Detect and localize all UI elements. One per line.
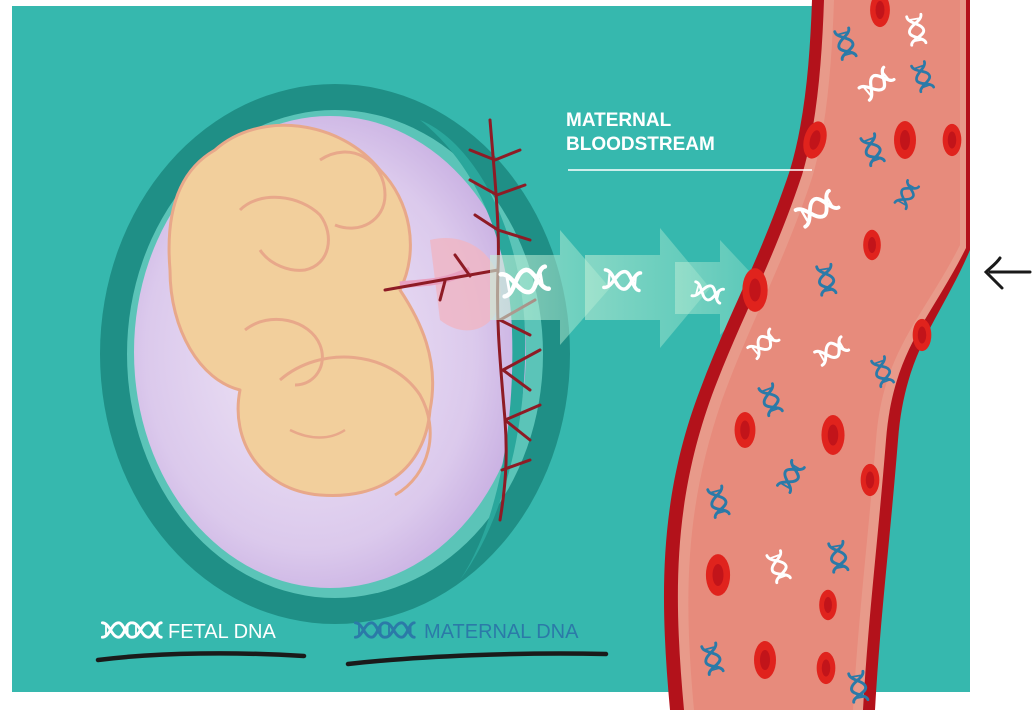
legend-maternal-label: MATERNAL DNA (424, 621, 579, 643)
legend-fetal-label: FETAL DNA (168, 621, 276, 643)
callout-line-1: MATERNAL (566, 110, 672, 131)
red-blood-cell-icon (863, 230, 881, 260)
red-blood-cell-icon (817, 652, 836, 684)
red-blood-cell-icon (706, 554, 730, 596)
red-blood-cell-icon (735, 412, 756, 448)
red-blood-cell-icon (943, 124, 962, 156)
red-blood-cell-icon (913, 319, 932, 351)
callout-line-2: BLOODSTREAM (566, 134, 715, 155)
arrow-left-icon (986, 258, 1030, 288)
red-blood-cell-icon (821, 415, 844, 455)
red-blood-cell-icon (754, 641, 776, 679)
red-blood-cell-icon (861, 464, 880, 496)
red-blood-cell-icon (819, 590, 837, 620)
red-blood-cell-icon (894, 121, 916, 159)
red-blood-cell-icon (742, 268, 767, 312)
